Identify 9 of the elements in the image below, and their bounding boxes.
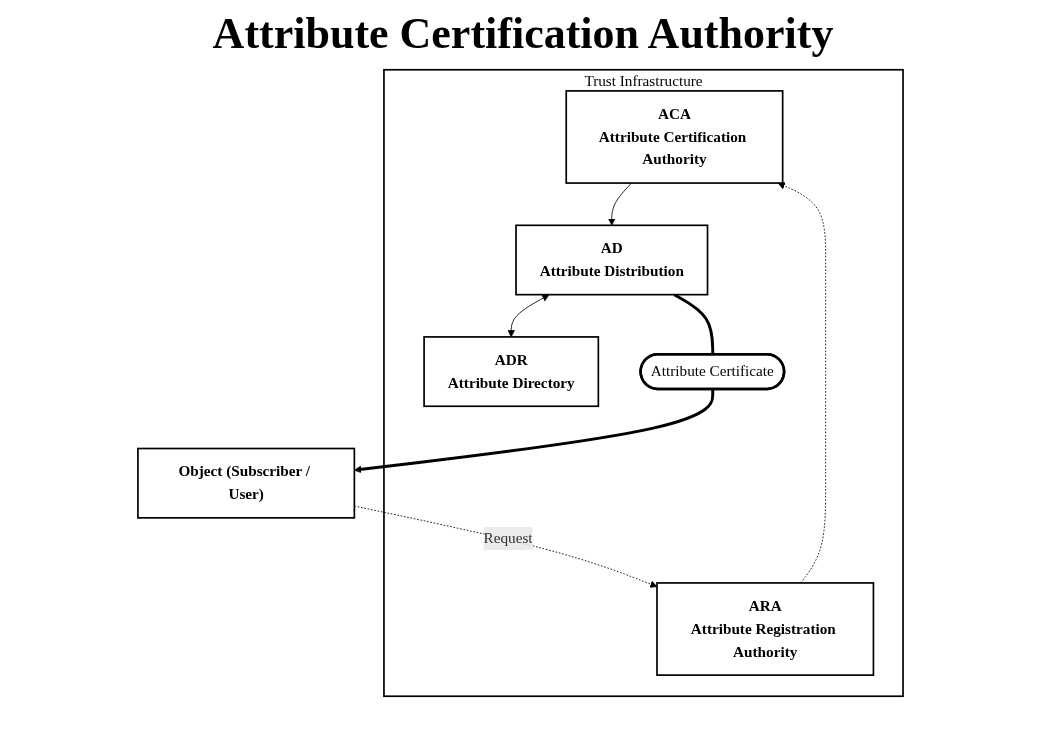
arrow <box>353 389 714 474</box>
node-box: ARA Attribute Registration Authority <box>655 582 874 676</box>
connector <box>673 293 714 355</box>
node-box: ACA Attribute Certification Authority <box>564 90 784 184</box>
edge-label: Request <box>483 529 533 547</box>
node-box: AD Attribute Distribution <box>514 224 708 296</box>
node-box: ADR Attribute Directory <box>422 336 599 408</box>
node-box: Object (Subscriber / User) <box>136 447 355 519</box>
diagram-title: Attribute Certification Authority <box>211 8 835 59</box>
